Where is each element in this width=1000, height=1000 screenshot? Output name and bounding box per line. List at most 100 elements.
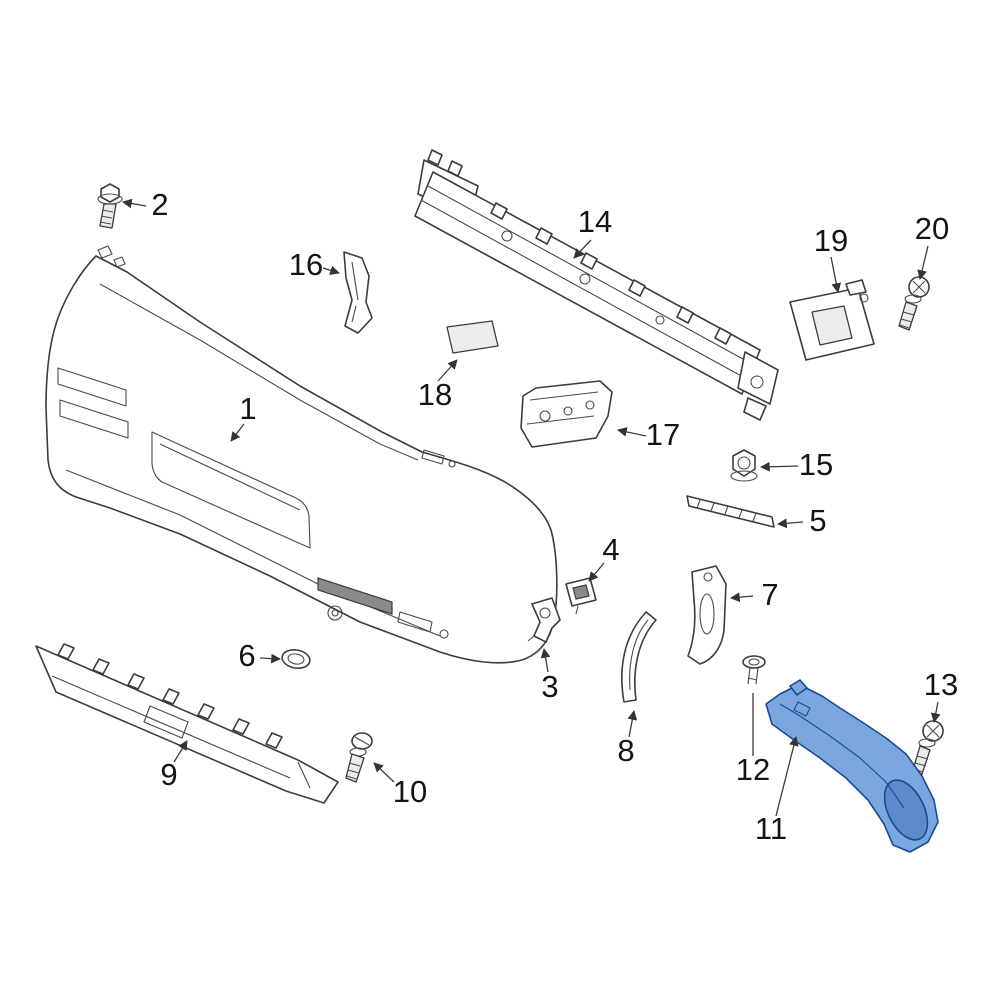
beam-right-tab bbox=[743, 397, 767, 421]
callout-label-12: 12 bbox=[736, 752, 770, 787]
leader-14 bbox=[573, 239, 592, 259]
retainer-center bbox=[748, 658, 760, 666]
beam-top-tabs bbox=[490, 202, 732, 345]
valance-fins bbox=[57, 643, 283, 749]
bracket-hole bbox=[539, 607, 551, 619]
leader-10 bbox=[373, 762, 395, 783]
part-19-bracket bbox=[789, 279, 875, 361]
leader-16 bbox=[322, 265, 340, 276]
valance-crease bbox=[51, 675, 291, 779]
leader-lines bbox=[122, 198, 941, 817]
screw-collar bbox=[904, 294, 922, 304]
screw-shaft bbox=[898, 301, 918, 331]
plug-inner bbox=[287, 653, 305, 665]
callout-label-1: 1 bbox=[239, 391, 256, 426]
callout-label-5: 5 bbox=[809, 503, 826, 538]
beam-right-bracket bbox=[737, 351, 779, 405]
screw-threads bbox=[346, 762, 361, 780]
lower-hole bbox=[439, 629, 449, 639]
leader-20 bbox=[917, 245, 929, 280]
leader-15 bbox=[760, 461, 799, 472]
screw-shaft bbox=[912, 745, 931, 775]
lower-slot bbox=[397, 611, 433, 633]
license-recess-inner bbox=[159, 443, 301, 511]
valance-notch bbox=[143, 705, 189, 739]
top-edge-clips bbox=[97, 245, 456, 468]
leader-7 bbox=[730, 592, 754, 603]
part-6-plug bbox=[281, 649, 311, 669]
bracket-body bbox=[343, 251, 373, 334]
callout-label-9: 9 bbox=[160, 757, 177, 792]
part-4-clip bbox=[565, 577, 597, 615]
bracket-inner-line bbox=[779, 703, 905, 809]
bracket-slot bbox=[699, 593, 715, 635]
callout-label-2: 2 bbox=[151, 187, 168, 222]
callout-label-20: 20 bbox=[915, 211, 949, 246]
bracket-opening bbox=[811, 305, 853, 346]
bolt-head bbox=[100, 183, 120, 203]
part-12-retainer bbox=[742, 655, 766, 685]
callout-label-6: 6 bbox=[238, 638, 255, 673]
callout-labels: 1 2 3 4 5 6 7 8 9 10 11 12 13 14 15 16 1… bbox=[151, 187, 958, 846]
callout-label-7: 7 bbox=[761, 577, 778, 612]
bracket-hole bbox=[703, 572, 713, 582]
pad-body bbox=[446, 320, 499, 354]
leader-4 bbox=[588, 562, 605, 582]
bracket-holes bbox=[539, 400, 595, 422]
bracket-slot bbox=[793, 701, 811, 717]
part-9-valance bbox=[35, 643, 339, 804]
cover-left-vents bbox=[57, 367, 129, 439]
screw-cross-slot bbox=[926, 724, 940, 738]
part-14-impact-beam bbox=[414, 149, 779, 421]
retainer-head bbox=[742, 655, 766, 669]
callout-label-15: 15 bbox=[799, 447, 833, 482]
leader-18 bbox=[437, 359, 458, 382]
clip-stem bbox=[575, 605, 579, 615]
bracket-crease bbox=[351, 261, 359, 323]
part-8-strip bbox=[621, 611, 657, 703]
part-13-screw bbox=[912, 720, 944, 775]
leader-17 bbox=[617, 427, 647, 437]
part-5-reflector bbox=[686, 495, 775, 528]
callout-label-18: 18 bbox=[418, 377, 452, 412]
bolt-threads bbox=[99, 209, 114, 225]
sensor-hole bbox=[327, 605, 343, 621]
leader-19 bbox=[830, 256, 842, 293]
license-recess bbox=[151, 431, 311, 549]
bracket-plate bbox=[520, 380, 613, 448]
cover-lower-crease bbox=[65, 469, 441, 637]
callout-label-3: 3 bbox=[541, 669, 558, 704]
retainer-stem bbox=[747, 667, 759, 685]
strip-body bbox=[621, 611, 657, 703]
bracket-hole bbox=[859, 293, 869, 303]
bracket-bends bbox=[526, 391, 599, 425]
leader-1 bbox=[230, 423, 245, 442]
valance-end-line bbox=[297, 761, 311, 789]
beam-channel-lines bbox=[420, 185, 753, 379]
part-10-screw bbox=[345, 732, 373, 783]
screw-shaft bbox=[345, 753, 365, 783]
sensor-hole-inner bbox=[331, 609, 339, 617]
callout-label-14: 14 bbox=[578, 204, 612, 239]
part-3-bracket bbox=[527, 597, 561, 643]
reflector-hatching bbox=[696, 499, 757, 522]
beam-holes bbox=[501, 230, 665, 325]
leader-6 bbox=[259, 653, 281, 664]
nut-bore bbox=[737, 456, 751, 470]
part-1-bumper-cover bbox=[45, 245, 558, 664]
leader-13 bbox=[930, 701, 941, 723]
bracket-foot bbox=[527, 635, 535, 642]
nut-flange bbox=[730, 470, 758, 482]
callout-label-10: 10 bbox=[393, 774, 427, 809]
leader-11 bbox=[775, 736, 799, 817]
callout-label-11: 11 bbox=[755, 811, 787, 846]
bracket-body bbox=[531, 597, 561, 643]
leader-5 bbox=[777, 518, 804, 529]
callout-label-16: 16 bbox=[289, 247, 323, 282]
bracket-body bbox=[687, 565, 727, 665]
callout-label-8: 8 bbox=[617, 733, 634, 768]
beam-right-hole bbox=[750, 375, 764, 389]
cover-outline bbox=[45, 255, 558, 664]
callout-label-17: 17 bbox=[646, 417, 680, 452]
